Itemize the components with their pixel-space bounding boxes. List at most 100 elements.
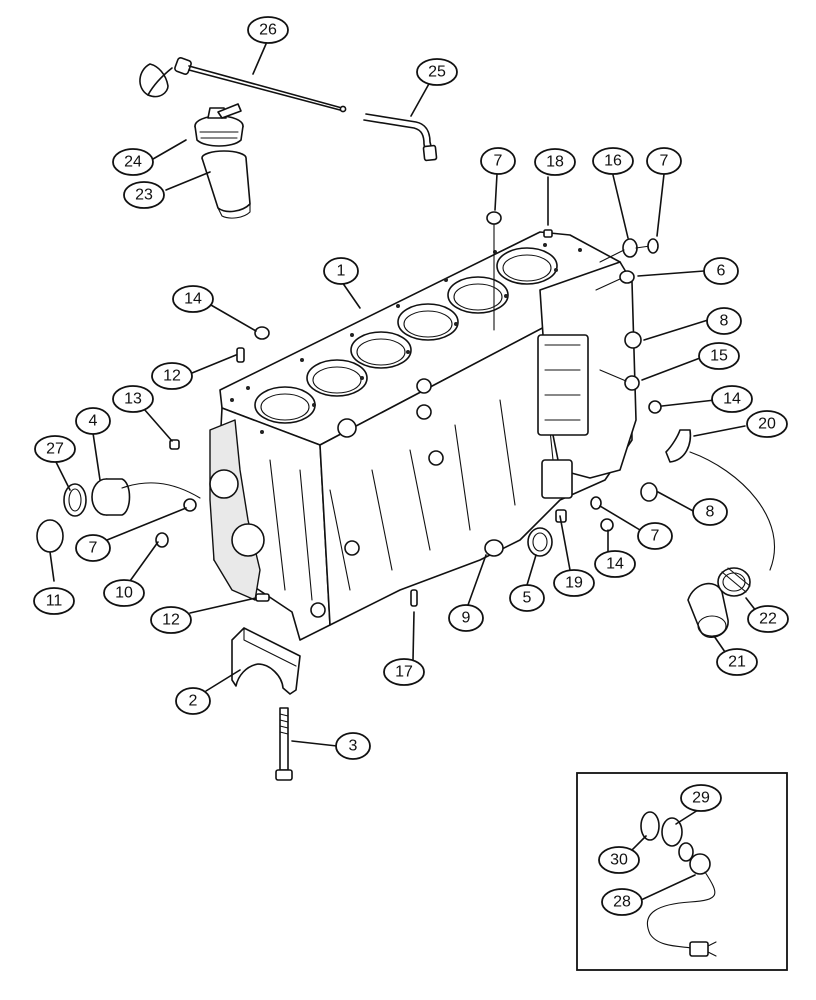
dipstick: [139, 57, 347, 113]
plug-18: [543, 229, 553, 238]
hose-clamp-22: [717, 567, 751, 597]
callout-11: 11: [33, 587, 75, 615]
callout-18: 18: [534, 148, 576, 176]
callout-25-label: 25: [428, 64, 446, 81]
callout-14-top-label: 14: [184, 291, 202, 308]
callout-6: 6: [703, 257, 739, 285]
cup-plug-10: [155, 532, 169, 548]
callout-5: 5: [509, 584, 545, 612]
callout-14-lower-label: 14: [606, 556, 624, 573]
callout-30-label: 30: [610, 852, 628, 869]
callout-6-label: 6: [717, 263, 726, 280]
callout-5-label: 5: [523, 590, 532, 607]
callout-29-label: 29: [692, 790, 710, 807]
plug-7-lower-right: [590, 496, 602, 510]
callout-20: 20: [746, 410, 788, 438]
callout-21: 21: [716, 648, 758, 676]
callout-12-top-label: 12: [163, 368, 181, 385]
callout-8-lower-label: 8: [706, 504, 715, 521]
callout-29: 29: [680, 784, 722, 812]
callout-7-upper-right: 7: [646, 147, 682, 175]
callout-19: 19: [553, 569, 595, 597]
callout-22: 22: [747, 605, 789, 633]
callout-7-top-label: 7: [494, 153, 503, 170]
plug-8-lower: [640, 482, 658, 502]
dowel-pin-top: [236, 347, 245, 363]
callout-7-left: 7: [75, 534, 111, 562]
callout-17: 17: [383, 658, 425, 686]
o-ring-6: [595, 270, 635, 291]
callout-14-lower: 14: [594, 550, 636, 578]
callout-23-label: 23: [135, 187, 153, 204]
plug-7-upper-right: [647, 238, 659, 254]
callout-3: 3: [335, 732, 371, 760]
ring-27: [63, 483, 87, 517]
callout-14-right-label: 14: [723, 391, 741, 408]
callout-1-label: 1: [337, 263, 346, 280]
sensor-inset: [576, 772, 788, 971]
callout-12-lower: 12: [150, 606, 192, 634]
plug-7-top: [486, 211, 502, 331]
cup-plug-15: [599, 369, 640, 391]
callout-7-upper-right-label: 7: [660, 153, 669, 170]
callout-12-lower-label: 12: [162, 612, 180, 629]
callout-9-label: 9: [462, 610, 471, 627]
callout-2-label: 2: [189, 693, 198, 710]
callout-7-left-label: 7: [89, 540, 98, 557]
main-bearing-bolt: [275, 707, 293, 781]
callout-9: 9: [448, 604, 484, 632]
callout-27-label: 27: [46, 441, 64, 458]
hose-21: [687, 582, 729, 639]
main-bearing-cap: [231, 627, 301, 695]
seal-4: [91, 478, 201, 516]
callout-22-label: 22: [759, 611, 777, 628]
callout-14-top: 14: [172, 285, 214, 313]
plug-14-top: [254, 326, 270, 340]
callout-16-label: 16: [604, 153, 622, 170]
callout-24-label: 24: [124, 154, 142, 171]
callout-20-label: 20: [758, 416, 776, 433]
oil-filler-cap: [194, 103, 244, 147]
plug-14-lower: [600, 518, 614, 532]
block-ribs: [269, 379, 556, 601]
plug-14-right: [648, 400, 662, 414]
leader-lines: [49, 43, 761, 901]
seal-16: [599, 238, 651, 263]
plug-8-upper: [624, 331, 642, 349]
callout-8-upper: 8: [706, 307, 742, 335]
callout-13-label: 13: [124, 391, 142, 408]
callout-7-top: 7: [480, 147, 516, 175]
callout-8-lower: 8: [692, 498, 728, 526]
cup-plug-5: [527, 527, 553, 557]
callout-18-label: 18: [546, 154, 564, 171]
callout-28: 28: [601, 888, 643, 916]
callout-28-label: 28: [613, 894, 631, 911]
plug-7-left: [183, 498, 197, 512]
callout-26: 26: [247, 16, 289, 44]
callout-24: 24: [112, 148, 154, 176]
callout-2: 2: [175, 687, 211, 715]
oil-breather-tube: [201, 150, 251, 219]
callout-7-lower-right: 7: [637, 522, 673, 550]
cylinder-block: [209, 231, 637, 641]
callout-4-label: 4: [89, 413, 98, 430]
dowel-pin-lower: [255, 593, 270, 602]
callout-10-label: 10: [115, 585, 133, 602]
callout-14-right: 14: [711, 385, 753, 413]
callout-11-label: 11: [46, 593, 63, 610]
cover-11: [36, 519, 64, 553]
pin-17: [410, 589, 418, 607]
callout-8-upper-label: 8: [720, 313, 729, 330]
callout-1: 1: [323, 257, 359, 285]
callout-26-label: 26: [259, 22, 277, 39]
callout-16: 16: [592, 147, 634, 175]
dipstick-tube: [363, 113, 438, 162]
callout-17-label: 17: [395, 664, 413, 681]
callout-15: 15: [698, 342, 740, 370]
callout-7-lower-right-label: 7: [651, 528, 660, 545]
callout-4: 4: [75, 407, 111, 435]
plug-9: [484, 539, 504, 557]
callout-27: 27: [34, 435, 76, 463]
plug-13: [169, 439, 180, 450]
